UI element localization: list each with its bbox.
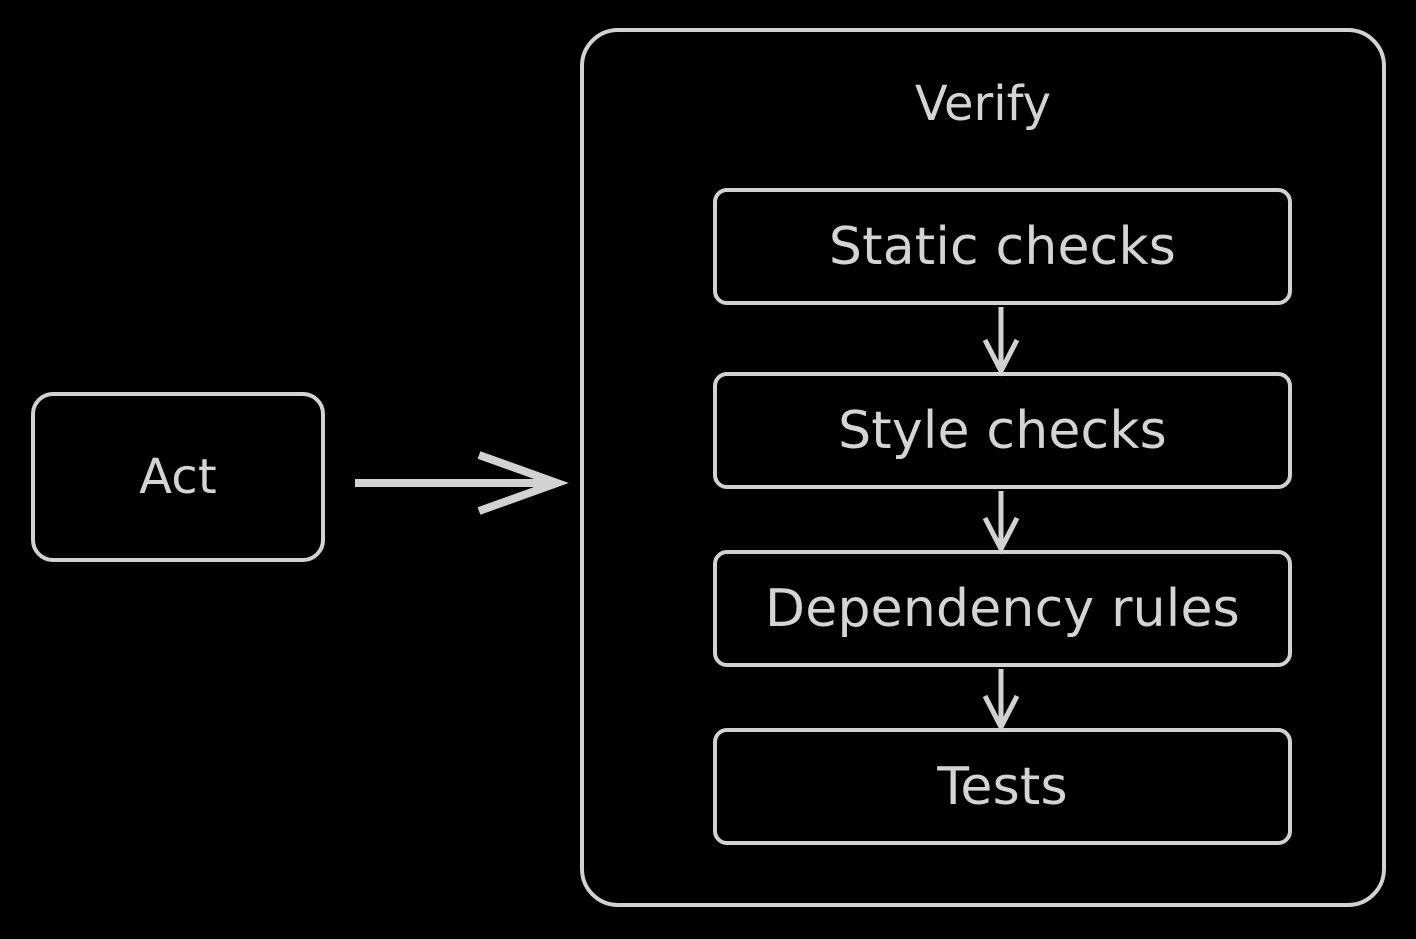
node-dependency-rules-label: Dependency rules bbox=[765, 578, 1240, 639]
node-static-checks-label: Static checks bbox=[828, 216, 1177, 277]
cluster-verify[interactable]: Verify bbox=[580, 28, 1386, 907]
node-tests-label: Tests bbox=[937, 756, 1068, 817]
node-style-checks[interactable]: Style checks bbox=[713, 372, 1292, 489]
node-act-label: Act bbox=[139, 449, 217, 505]
node-dependency-rules[interactable]: Dependency rules bbox=[713, 550, 1292, 667]
cluster-verify-title: Verify bbox=[914, 76, 1052, 132]
edge-act-to-verify bbox=[355, 451, 569, 515]
node-tests[interactable]: Tests bbox=[713, 728, 1292, 845]
edge-act-to-verify-arrowhead bbox=[477, 451, 569, 515]
node-act[interactable]: Act bbox=[31, 392, 325, 562]
node-style-checks-label: Style checks bbox=[838, 400, 1167, 461]
node-static-checks[interactable]: Static checks bbox=[713, 188, 1292, 305]
